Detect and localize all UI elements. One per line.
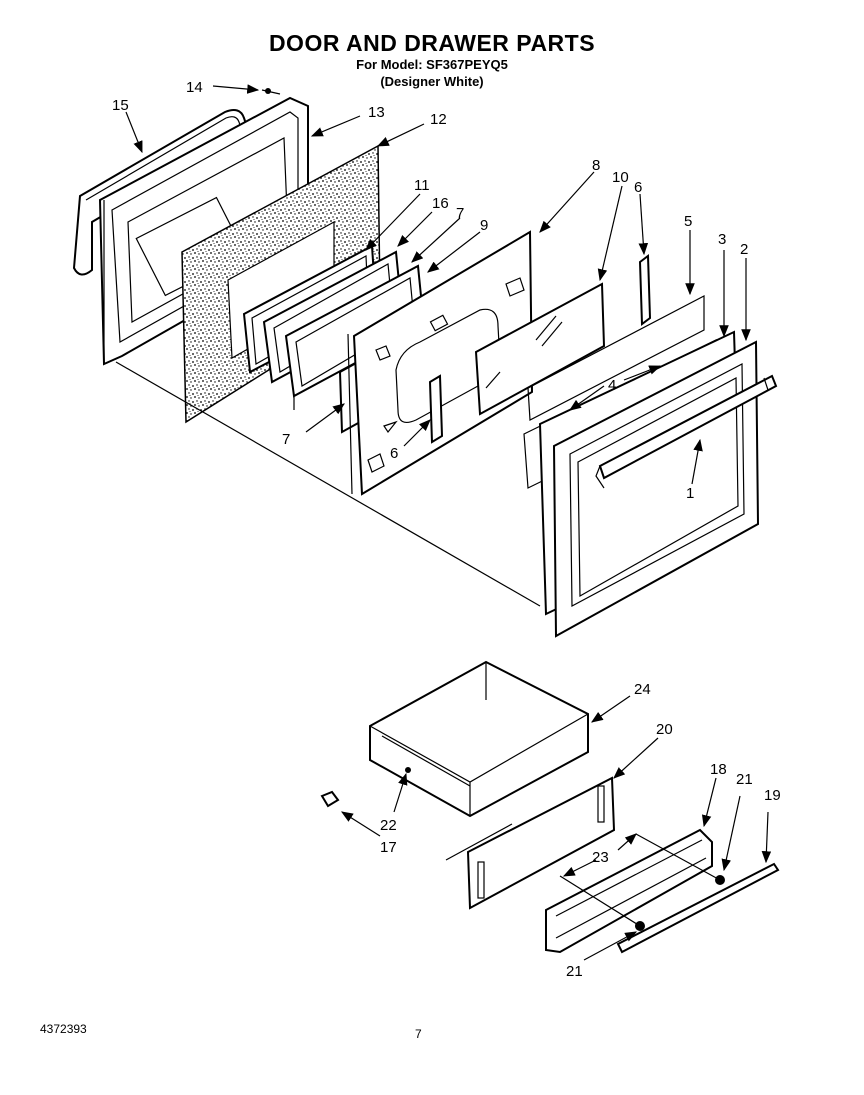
callout-7-upper: 7 (456, 205, 464, 222)
callout-16: 16 (432, 195, 449, 212)
page-title: DOOR AND DRAWER PARTS (268, 30, 596, 56)
callout-24: 24 (634, 681, 651, 698)
part-23-screw (559, 833, 721, 927)
assembly-guide-line (115, 361, 541, 607)
callout-9: 9 (480, 217, 488, 234)
model-label: For Model: SF367PEYQ5 (356, 57, 508, 72)
callout-12: 12 (430, 111, 447, 128)
part-18-drawer-outer-panel (545, 828, 713, 954)
callout-4: 4 (608, 377, 616, 394)
callout-20: 20 (656, 721, 673, 738)
part-8-door-panel (347, 230, 534, 496)
part-5-insulation-sheet (527, 295, 705, 421)
part-17-drawer-stop (320, 790, 340, 808)
document-number: 4372393 (40, 1022, 87, 1036)
callout-3: 3 (718, 231, 726, 248)
part-20-drawer-front-panel (445, 776, 616, 910)
callout-2: 2 (740, 241, 748, 258)
part-19-trim-strip (616, 862, 780, 954)
callout-8: 8 (592, 157, 600, 174)
page-number: 7 (415, 1027, 422, 1041)
callout-leaders (125, 84, 772, 961)
callout-17: 17 (380, 839, 397, 856)
callout-21-lower: 21 (566, 963, 583, 980)
color-label: (Designer White) (380, 74, 484, 89)
callout-22: 22 (380, 817, 397, 834)
callout-6-upper: 6 (634, 179, 642, 196)
callout-14: 14 (186, 79, 203, 96)
callout-18: 18 (710, 761, 727, 778)
part-22-screw (405, 767, 411, 773)
callout-21-upper: 21 (736, 771, 753, 788)
callout-11: 11 (414, 177, 430, 194)
part-24-drawer-body (369, 660, 589, 818)
callout-10: 10 (612, 169, 629, 186)
callout-19: 19 (764, 787, 781, 804)
callout-23: 23 (592, 849, 609, 866)
part-10-outer-glass (474, 282, 606, 416)
callout-5: 5 (684, 213, 692, 230)
callout-13: 13 (368, 104, 385, 121)
callout-labels: 14 15 13 12 11 16 7 9 8 10 6 5 3 2 4 1 7… (112, 79, 781, 980)
callout-6-lower: 6 (390, 445, 398, 462)
callout-7-lower: 7 (282, 431, 290, 448)
part-14-screw (261, 88, 281, 95)
part-1-door-handle (595, 374, 778, 489)
part-6-hinge-left (428, 374, 444, 444)
part-6-hinge-right (638, 254, 652, 326)
callout-15: 15 (112, 97, 129, 114)
callout-1: 1 (686, 485, 694, 502)
